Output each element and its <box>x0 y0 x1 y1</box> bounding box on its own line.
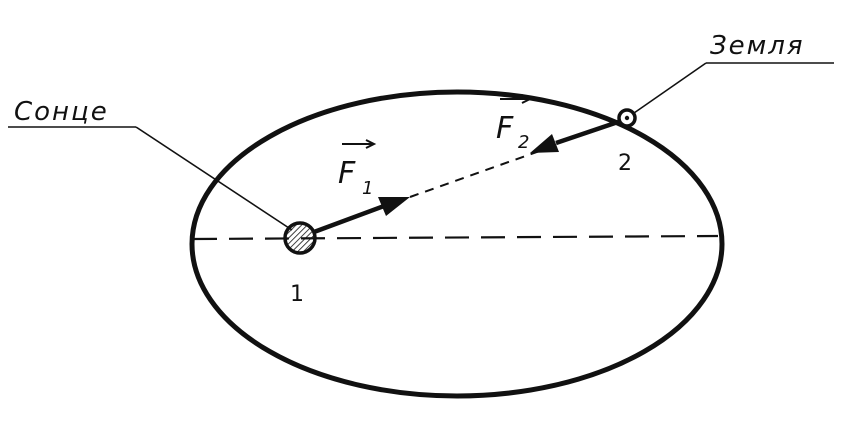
sun-circle <box>283 221 317 255</box>
earth-center-dot <box>624 115 630 121</box>
force-f2-label: F <box>496 111 514 146</box>
earth-label: Земля <box>710 31 805 61</box>
major-axis <box>192 234 719 241</box>
force-f2-subscript: 2 <box>518 132 529 153</box>
force-f1-vector-bar <box>342 139 377 149</box>
orbit-ellipse <box>189 89 725 399</box>
sun-pointer-line <box>135 126 293 231</box>
force-f1-arrowhead <box>378 197 410 216</box>
sun-earth-dashed-line <box>409 147 549 198</box>
earth-pointer-line <box>633 62 707 114</box>
force-f2-arrowhead <box>530 134 559 153</box>
force-f1-label: F <box>338 156 356 191</box>
point-1-label: 1 <box>290 282 304 307</box>
force-f2-shaft <box>555 119 619 146</box>
force-f1-shaft <box>313 203 385 235</box>
force-f2-vector-bar <box>500 94 533 104</box>
force-f1-subscript: 1 <box>362 178 373 199</box>
sun-label: Сонце <box>14 97 109 127</box>
point-2-label: 2 <box>618 151 632 176</box>
